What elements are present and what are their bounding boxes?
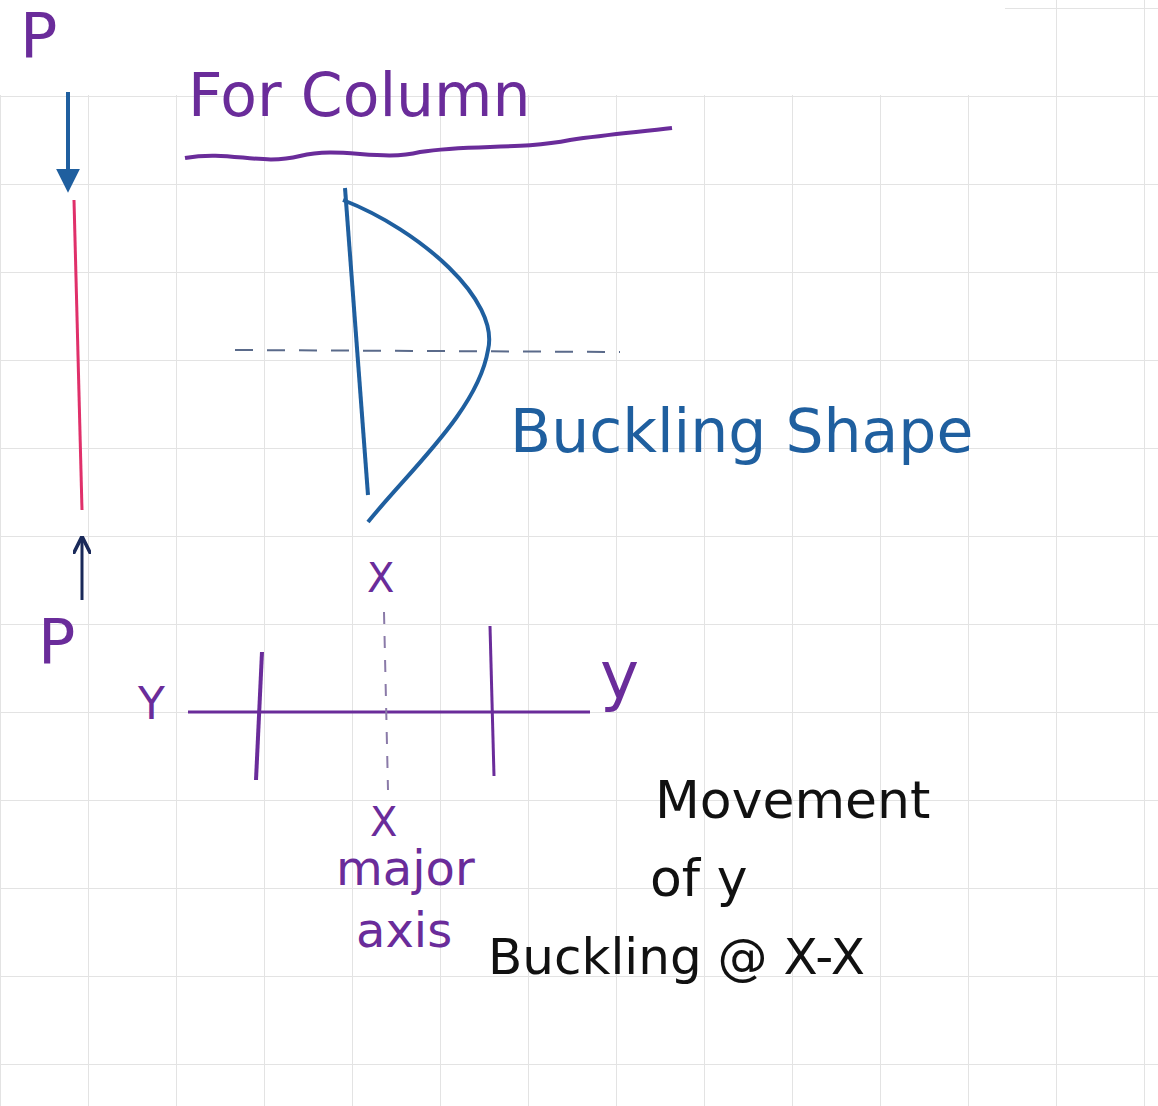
axis-label: Y <box>138 680 165 728</box>
web-line <box>188 711 590 714</box>
major-axis-line <box>384 612 388 790</box>
axis-note: major <box>336 842 475 895</box>
axis-label: X <box>370 800 397 844</box>
buckled-curve <box>343 200 489 522</box>
title-underline <box>185 128 672 159</box>
shape-label: Buckling Shape <box>510 398 973 464</box>
flange-line <box>490 626 494 776</box>
note-text: of y <box>650 850 747 907</box>
load-label: P <box>38 608 75 676</box>
axis-label: y <box>600 640 639 713</box>
straight-column <box>345 188 368 495</box>
note-text: Movement <box>655 772 930 829</box>
axis-label: X <box>367 556 394 600</box>
load-arrow <box>66 92 70 188</box>
flange-line <box>256 652 262 780</box>
load-label: P <box>20 2 57 70</box>
note-text: Buckling @ X-X <box>488 930 865 985</box>
title: For Column <box>188 62 531 128</box>
column-line <box>74 200 82 510</box>
axis-note: axis <box>356 904 452 957</box>
centre-axis <box>235 350 620 352</box>
load-arrow <box>81 540 84 600</box>
